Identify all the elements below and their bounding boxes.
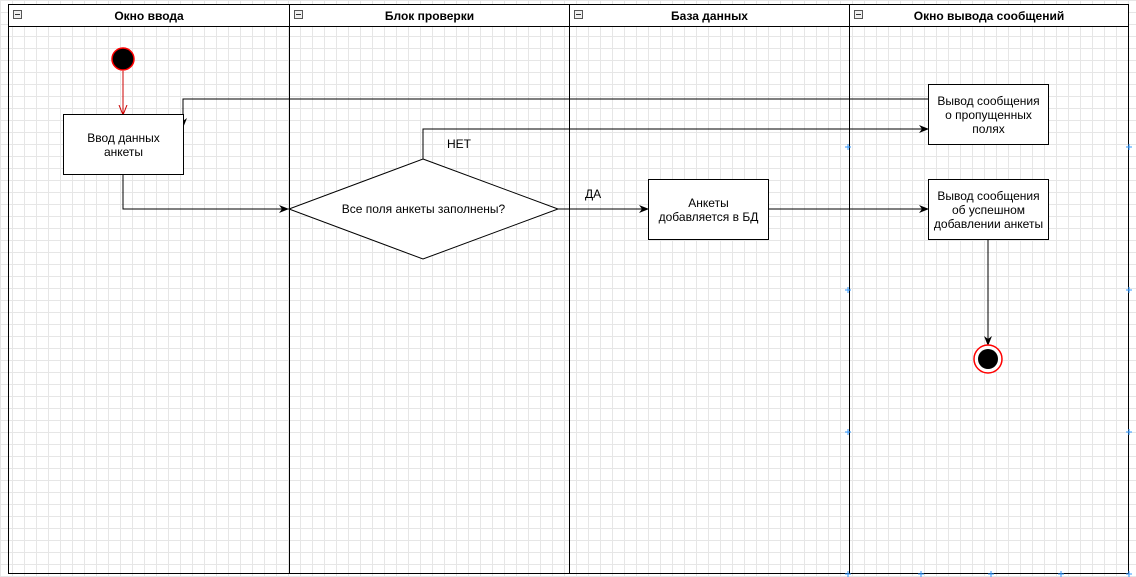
selection-handles	[845, 144, 1132, 577]
database-add-label: Анкеты добавляется в БД	[658, 195, 759, 224]
lane-title: Окно вывода сообщений	[913, 8, 1065, 23]
collapse-icon[interactable]	[854, 10, 863, 19]
lane-title: Блок проверки	[384, 8, 475, 23]
edge-label-no: НЕТ	[447, 137, 471, 151]
success-message-box[interactable]: Вывод сообщения об успешном добавлении а…	[928, 179, 1049, 240]
input-form-box[interactable]: Ввод данных анкеты	[63, 114, 184, 175]
edge-input-to-decision[interactable]	[122, 174, 289, 213]
collapse-icon[interactable]	[574, 10, 583, 19]
collapse-icon[interactable]	[294, 10, 303, 19]
edge-label-yes: ДА	[585, 187, 602, 201]
start-node[interactable]	[111, 47, 135, 71]
decision-diamond[interactable]	[287, 158, 560, 260]
edge-missing-message-to-input[interactable]	[179, 98, 928, 128]
lane-title: Окно ввода	[114, 8, 184, 23]
missing-fields-message-label: Вывод сообщения о пропущенных полях	[937, 93, 1040, 136]
missing-fields-message-box[interactable]: Вывод сообщения о пропущенных полях	[928, 84, 1049, 145]
end-node-core	[978, 349, 998, 369]
lane-validation-block[interactable]: Блок проверки	[289, 4, 569, 574]
lane-title: База данных	[671, 8, 748, 23]
success-message-label: Вывод сообщения об успешном добавлении а…	[933, 188, 1044, 231]
lane-message-window[interactable]: Окно вывода сообщений	[849, 4, 1129, 574]
lane-header[interactable]: Блок проверки	[290, 5, 569, 27]
lane-input-window[interactable]: Окно ввода	[8, 4, 289, 574]
decision-label: Все поля анкеты заполнены?	[341, 202, 506, 216]
collapse-icon[interactable]	[13, 10, 22, 19]
lane-header[interactable]: Окно ввода	[9, 5, 289, 27]
database-add-box[interactable]: Анкеты добавляется в БД	[648, 179, 769, 240]
input-form-label: Ввод данных анкеты	[87, 130, 160, 159]
lane-header[interactable]: Окно вывода сообщений	[850, 5, 1128, 27]
lane-database[interactable]: База данных	[569, 4, 849, 574]
edge-no-to-missing-message[interactable]	[422, 125, 929, 159]
lane-header[interactable]: База данных	[570, 5, 849, 27]
